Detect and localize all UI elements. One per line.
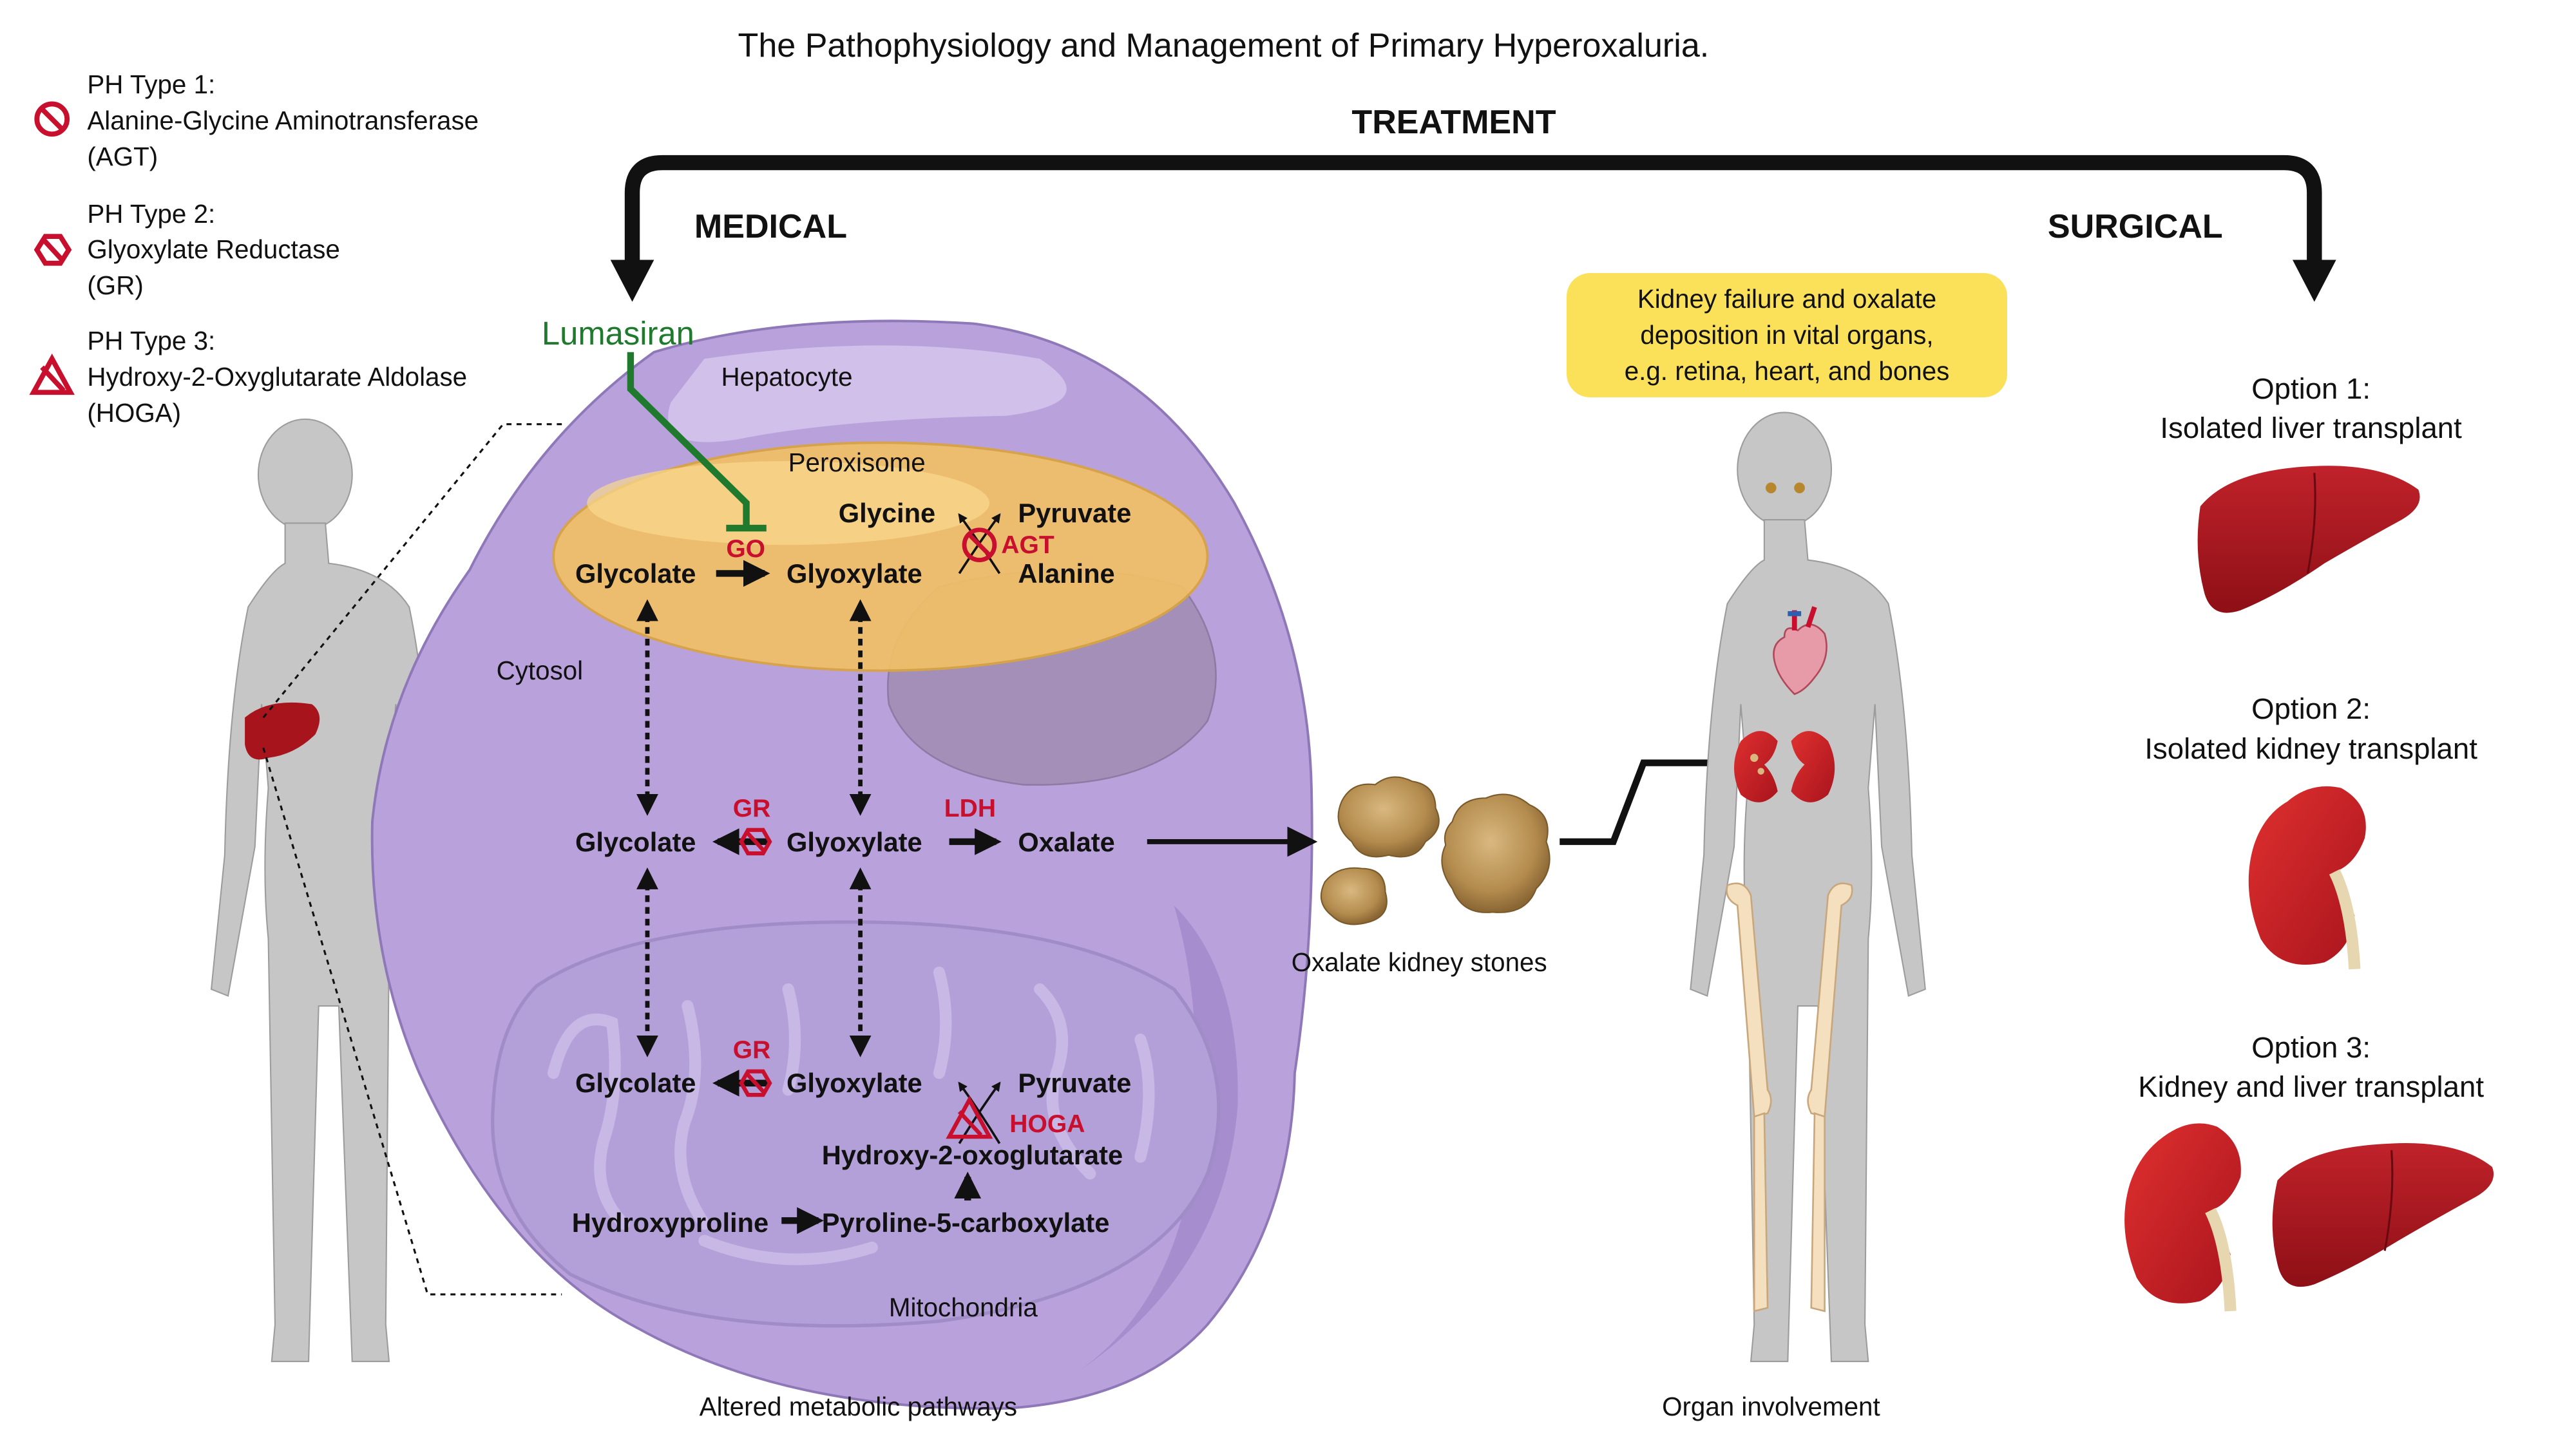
legend-item-ph3: PH Type 3: Hydroxy-2-Oxyglutarate Aldola… xyxy=(87,323,467,431)
option-3: Option 3: Kidney and liver transplant xyxy=(2100,1028,2523,1107)
figure-title: The Pathophysiology and Management of Pr… xyxy=(738,26,1710,64)
lumasiran-label: Lumasiran xyxy=(541,315,694,352)
glycine-label: Glycine xyxy=(838,498,936,529)
gr-cytosol-enzyme-label: GR xyxy=(732,795,771,823)
organ-deposition-callout: Kidney failure and oxalate deposition in… xyxy=(1566,273,2008,398)
agt-enzyme-label: AGT xyxy=(1001,531,1054,560)
peroxisome-highlight xyxy=(587,460,990,545)
legend-abbr-label: (AGT) xyxy=(87,141,158,171)
treatment-bracket xyxy=(624,155,2322,269)
peroxisome-label: Peroxisome xyxy=(788,448,926,478)
legend-gr-icon xyxy=(33,234,72,266)
arrow-stones-to-kidney xyxy=(1560,749,1737,846)
agt-no-entry-icon xyxy=(962,527,997,562)
mitochondrion xyxy=(491,920,1221,1328)
heart-icon xyxy=(1773,606,1827,696)
caption-organ: Organ involvement xyxy=(1662,1391,1880,1421)
mitochondria-label: Mitochondria xyxy=(888,1293,1038,1323)
legend-agt-icon xyxy=(34,101,70,137)
lumasiran-inhibition-line xyxy=(627,352,750,527)
legend-enzyme-label: Glyoxylate Reductase xyxy=(87,234,340,265)
transport-arrows xyxy=(636,599,872,1057)
option3-kidney-icon xyxy=(2124,1123,2241,1312)
hydroxyproline-label: Hydroxyproline xyxy=(571,1207,769,1238)
medical-label: MEDICAL xyxy=(694,207,847,245)
cytosol-label: Cytosol xyxy=(496,655,584,685)
legend-enzyme-label: Hydroxy-2-Oxyglutarate Aldolase xyxy=(87,362,468,392)
surgical-label: SURGICAL xyxy=(2047,207,2223,245)
legend-hoga-icon xyxy=(29,354,75,395)
medical-arrowhead xyxy=(610,260,654,302)
gr-mito-no-entry-icon xyxy=(739,1069,772,1097)
option-desc: Isolated liver transplant xyxy=(2160,412,2462,445)
caption-metabolic: Altered metabolic pathways xyxy=(699,1391,1018,1421)
option-desc: Kidney and liver transplant xyxy=(2138,1070,2484,1104)
gr-mito-enzyme-label: GR xyxy=(732,1036,771,1064)
surgical-arrowhead xyxy=(2292,260,2336,302)
callout-line: deposition in vital organs, xyxy=(1640,320,1934,350)
retina-oxalate-deposits xyxy=(1765,482,1805,493)
leg-bones xyxy=(1726,882,1853,1312)
cyto-glycolate-label: Glycolate xyxy=(575,826,696,857)
gr-cytosol-no-entry-icon xyxy=(739,828,772,856)
perox-glyoxylate-label: Glyoxylate xyxy=(787,558,922,589)
option2-kidney-icon xyxy=(2248,786,2366,970)
cyto-glyoxylate-label: Glyoxylate xyxy=(787,826,922,857)
option3-liver-icon xyxy=(2272,1143,2494,1287)
legend-type-label: PH Type 1: xyxy=(87,70,216,100)
legend-enzyme-label: Alanine-Glycine Aminotransferase xyxy=(87,105,479,135)
mito-glyoxylate-label: Glyoxylate xyxy=(787,1068,922,1099)
oxalate-kidney-stones xyxy=(1320,776,1550,925)
legend-item-ph1: PH Type 1: Alanine-Glycine Aminotransfer… xyxy=(87,67,479,175)
callout-line: e.g. retina, heart, and bones xyxy=(1624,355,1950,386)
pyruvate-top-label: Pyruvate xyxy=(1018,498,1132,529)
hydroxy-oxoglutarate-label: Hydroxy-2-oxoglutarate xyxy=(821,1140,1123,1171)
legend-type-label: PH Type 2: xyxy=(87,198,216,229)
option-title: Option 2: xyxy=(2251,692,2371,726)
pyroline-label: Pyroline-5-carboxylate xyxy=(821,1207,1110,1238)
hepatocyte-highlight xyxy=(668,345,1067,442)
legend-type-label: PH Type 3: xyxy=(87,326,216,356)
alanine-label: Alanine xyxy=(1018,558,1115,589)
right-body-silhouette xyxy=(1690,412,1926,1363)
oxalate-label: Oxalate xyxy=(1018,826,1115,857)
callout-line: Kidney failure and oxalate xyxy=(1637,284,1937,314)
hoga-no-entry-icon xyxy=(946,1095,993,1139)
legend-abbr-label: (GR) xyxy=(87,270,144,300)
option-title: Option 3: xyxy=(2251,1030,2371,1064)
option1-liver-icon xyxy=(2197,466,2420,613)
hepatocyte-label: Hepatocyte xyxy=(721,362,853,392)
option-1: Option 1: Isolated liver transplant xyxy=(2130,369,2492,448)
go-enzyme-label: GO xyxy=(726,535,766,563)
mitochondrion-cristae xyxy=(548,966,1155,1265)
body-kidneys xyxy=(1734,731,1835,802)
stones-label: Oxalate kidney stones xyxy=(1291,947,1547,977)
option-2: Option 2: Isolated kidney transplant xyxy=(2110,689,2512,768)
legend-abbr-label: (HOGA) xyxy=(87,397,182,428)
mito-glycolate-label: Glycolate xyxy=(575,1068,696,1099)
perox-glycolate-label: Glycolate xyxy=(575,558,696,589)
hoga-enzyme-label: HOGA xyxy=(1009,1110,1085,1138)
pyruvate-bottom-label: Pyruvate xyxy=(1018,1068,1132,1099)
option-title: Option 1: xyxy=(2251,372,2371,405)
legend-item-ph2: PH Type 2: Glyoxylate Reductase (GR) xyxy=(87,196,339,304)
treatment-label: TREATMENT xyxy=(1351,104,1556,142)
option-desc: Isolated kidney transplant xyxy=(2144,732,2477,765)
ldh-enzyme-label: LDH xyxy=(944,795,997,823)
